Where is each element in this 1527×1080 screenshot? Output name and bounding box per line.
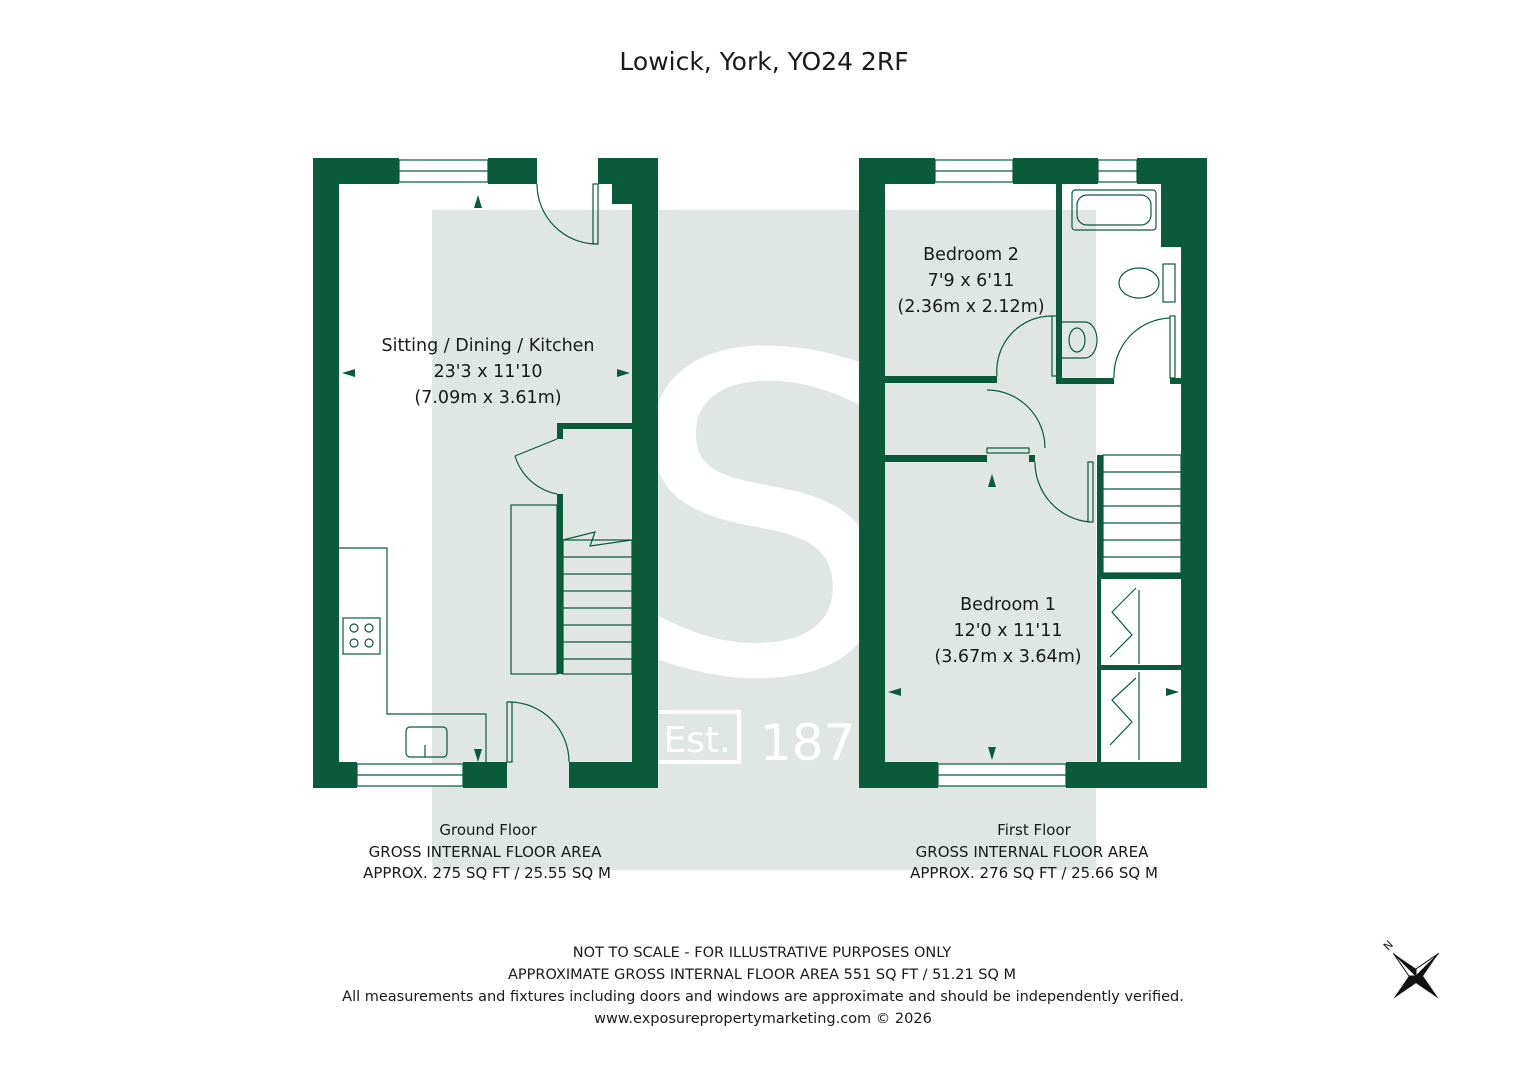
- first-floor-walls: [859, 158, 1207, 788]
- ground-floor-stairs: [510, 504, 633, 675]
- toilet-icon: [1118, 267, 1160, 299]
- wardrobe-doors: [1109, 587, 1140, 760]
- bedroom2-imperial: 7'9 x 6'11: [928, 271, 1015, 291]
- bedroom1-metric: (3.67m x 3.64m): [934, 647, 1081, 667]
- bedroom1-imperial: 12'0 x 11'11: [953, 621, 1062, 641]
- bath-icon: [1071, 189, 1157, 231]
- sink-icon: [405, 726, 448, 758]
- first-floor-plan: Bedroom 2 7'9 x 6'11 (2.36m x 2.12m) Bed…: [859, 158, 1207, 788]
- property-address-title: Lowick, York, YO24 2RF: [619, 47, 908, 76]
- first-floor-stairs: [1102, 454, 1182, 574]
- bedroom2-metric: (2.36m x 2.12m): [897, 297, 1044, 317]
- ground-floor-area: APPROX. 275 SQ FT / 25.55 SQ M: [363, 864, 611, 882]
- watermark-panel: [432, 210, 1096, 870]
- ground-floor-area-heading: GROSS INTERNAL FLOOR AREA: [369, 843, 602, 861]
- first-floor-area-heading: GROSS INTERNAL FLOOR AREA: [916, 843, 1149, 861]
- kitchen-units: [339, 547, 487, 762]
- footer-website: www.exposurepropertymarketing.com © 2026: [594, 1011, 932, 1027]
- compass-rose-icon: [1392, 952, 1439, 999]
- first-floor-area: APPROX. 276 SQ FT / 25.66 SQ M: [910, 864, 1158, 882]
- bathroom-fixtures: [1062, 189, 1176, 359]
- footer-disclaimer-scale: NOT TO SCALE - FOR ILLUSTRATIVE PURPOSES…: [573, 945, 952, 961]
- first-floor-doors: [986, 315, 1176, 523]
- ground-floor-doors: [506, 183, 599, 763]
- first-floor-dimension-arrows: [888, 474, 1179, 760]
- first-floor-windows: [934, 159, 1138, 787]
- bedroom2-name: Bedroom 2: [923, 245, 1019, 265]
- basin-icon: [1062, 321, 1098, 359]
- bedroom1-name: Bedroom 1: [960, 595, 1056, 615]
- ground-room-name: Sitting / Dining / Kitchen: [381, 336, 594, 356]
- ground-room-imperial: 23'3 x 11'10: [433, 362, 542, 382]
- hob-icon: [342, 617, 381, 655]
- ground-floor-windows: [356, 159, 489, 787]
- ground-floor-label: Ground Floor: [439, 821, 537, 839]
- ground-floor-walls: [313, 158, 658, 788]
- watermark-est: Est.: [663, 720, 730, 761]
- ground-room-metric: (7.09m x 3.61m): [414, 388, 561, 408]
- watermark-letter: S: [623, 264, 902, 776]
- footer-total-area: APPROXIMATE GROSS INTERNAL FLOOR AREA 55…: [508, 967, 1016, 983]
- ground-floor-plan: Sitting / Dining / Kitchen 23'3 x 11'10 …: [313, 158, 658, 788]
- compass-north-label: N: [1381, 938, 1396, 953]
- first-floor-label: First Floor: [997, 821, 1071, 839]
- ground-floor-dimension-arrows: [342, 195, 630, 762]
- footer-measurement-note: All measurements and fixtures including …: [342, 989, 1184, 1005]
